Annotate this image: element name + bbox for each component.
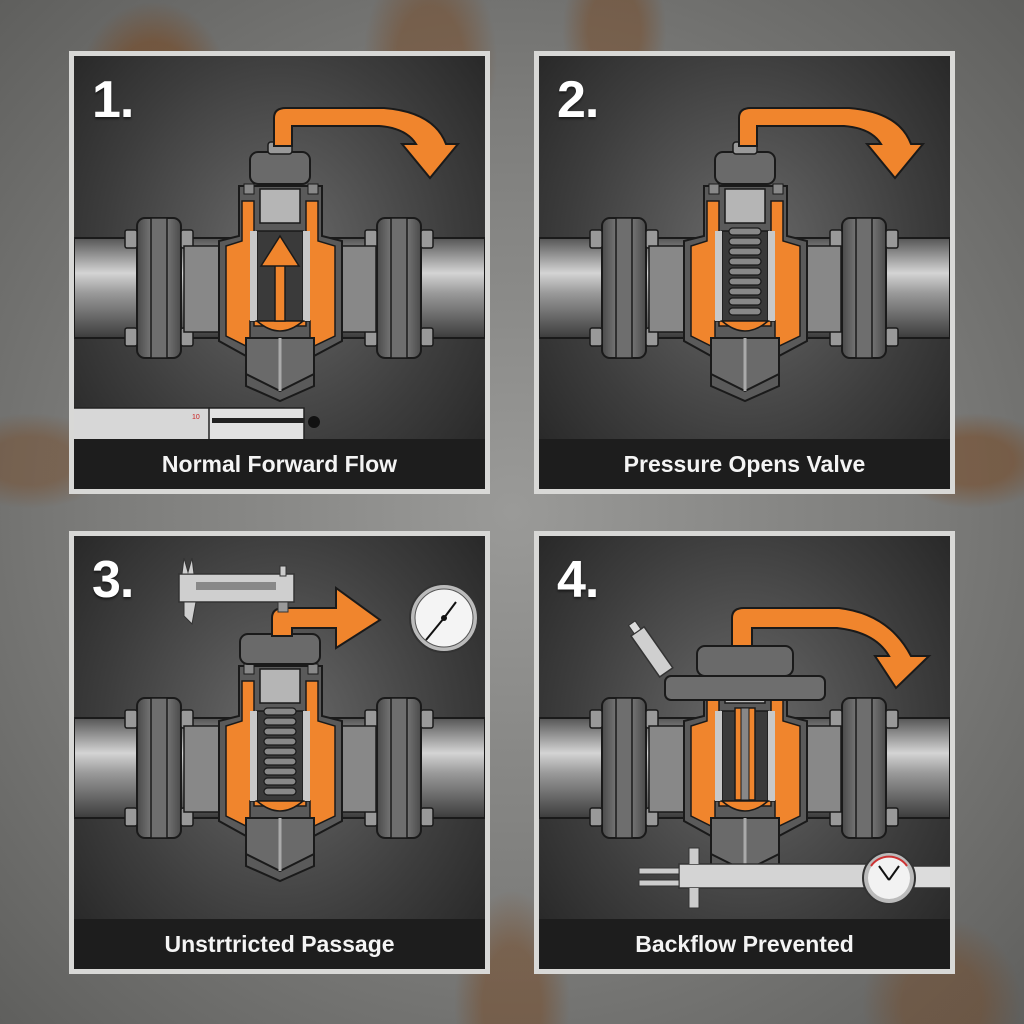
spring-icon [263, 707, 297, 796]
step-number: 2. [557, 71, 599, 129]
up-arrow-icon [259, 234, 301, 322]
step-panel-3: 3. Unstrtricted Passage [69, 531, 490, 974]
step-caption: Backflow Prevented [539, 919, 950, 969]
dial-gauge-icon [862, 851, 916, 905]
pressure-gauge-icon [409, 583, 479, 653]
torque-tool-icon [627, 620, 674, 679]
step-caption: Pressure Opens Valve [539, 439, 950, 489]
valve-diagram [74, 557, 485, 919]
step-number: 3. [92, 551, 134, 609]
ruler-icon: 10 [74, 407, 320, 439]
step-number: 4. [557, 551, 599, 609]
caliper-icon [178, 557, 295, 626]
step-caption: Unstrtricted Passage [74, 919, 485, 969]
step-panel-2: 2. Pressure Opens Valve [534, 51, 955, 494]
curved-arrow-icon [731, 607, 932, 690]
step-caption: Normal Forward Flow [74, 439, 485, 489]
valve-diagram [539, 107, 950, 439]
step-panel-4: 4. Backfl [534, 531, 955, 974]
spring-icon [728, 227, 762, 316]
valve-diagram [539, 607, 950, 909]
step-panel-1: 1. 10 Normal Forward Flow [69, 51, 490, 494]
svg-text:10: 10 [192, 414, 200, 421]
valve-diagram: 10 [74, 107, 485, 439]
step-number: 1. [92, 71, 134, 129]
